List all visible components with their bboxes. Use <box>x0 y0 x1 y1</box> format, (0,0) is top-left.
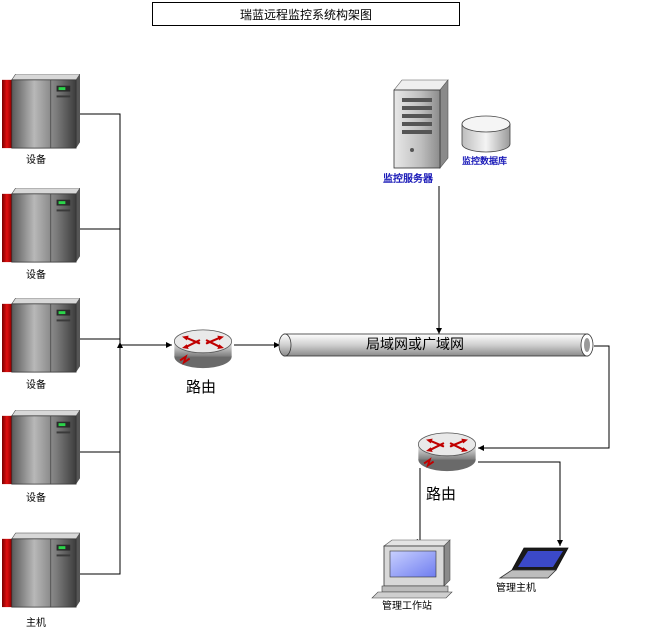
host-icon <box>2 532 80 608</box>
device-label: 设备 <box>26 380 46 391</box>
diagram-title: 瑞蓝远程监控系统构架图 <box>152 2 460 26</box>
device-label: 设备 <box>26 493 46 504</box>
device-icon <box>2 74 80 149</box>
device-label: 设备 <box>26 155 46 166</box>
arrowhead <box>117 342 123 348</box>
database-label: 监控数据库 <box>462 157 508 167</box>
database-icon <box>461 115 511 153</box>
device-icon <box>2 298 80 373</box>
network-pipe-icon <box>278 333 594 357</box>
device-bus-line <box>78 113 121 575</box>
router-label: 路由 <box>426 485 457 503</box>
arrowhead <box>166 342 172 348</box>
host-label: 主机 <box>26 618 46 629</box>
device-label: 设备 <box>26 270 46 281</box>
laptop-icon <box>498 547 569 579</box>
arrowhead <box>274 342 280 348</box>
server-label: 监控服务器 <box>383 174 433 185</box>
workstation-icon <box>371 539 453 599</box>
network-label: 局域网或广域网 <box>366 337 464 353</box>
router-icon <box>417 431 477 473</box>
router-to-laptop-link <box>478 461 561 546</box>
arrowhead <box>478 445 484 451</box>
server-icon <box>393 79 449 169</box>
arrowhead <box>557 540 563 546</box>
arrowhead <box>436 328 442 334</box>
laptop-label: 管理主机 <box>496 583 536 594</box>
workstation-label: 管理工作站 <box>382 601 432 612</box>
device-icon <box>2 188 80 263</box>
router-label: 路由 <box>186 378 217 396</box>
router-icon <box>173 328 233 370</box>
device-icon <box>2 410 80 485</box>
router-to-workstation-link <box>412 468 421 543</box>
network-to-router-link <box>478 345 610 449</box>
